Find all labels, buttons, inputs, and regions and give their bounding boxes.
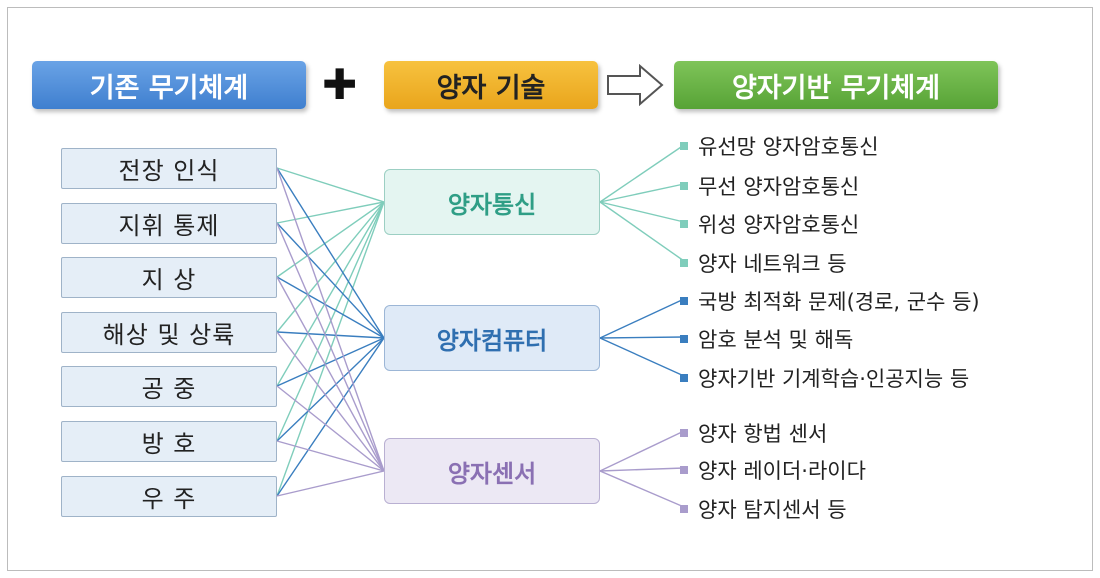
connector-line (276, 385, 385, 472)
connector-line (276, 276, 385, 472)
connector-line (276, 440, 385, 472)
application-item: 무선 양자암호통신 (680, 171, 859, 201)
connector-line (599, 144, 685, 203)
bullet-icon (680, 505, 688, 513)
application-item: 위성 양자암호통신 (680, 209, 859, 239)
connector-line (599, 467, 685, 472)
right-arrow-icon (607, 64, 664, 106)
connector-line (276, 222, 385, 472)
application-item: 양자기반 기계학습·인공지능 등 (680, 363, 969, 393)
connector-line (276, 167, 385, 203)
application-item: 암호 분석 및 해독 (680, 324, 853, 354)
connector-line (276, 222, 385, 339)
domain-air: 공 중 (61, 366, 277, 407)
quantum-technology-label: 양자 기술 (384, 61, 598, 109)
domain-battlefield-awareness: 전장 인식 (61, 148, 277, 189)
domain-command-control: 지휘 통제 (61, 203, 277, 244)
connector-line (276, 167, 385, 472)
connector-line (276, 331, 385, 472)
tech-quantum-computer: 양자컴퓨터 (384, 305, 600, 371)
bullet-icon (680, 182, 688, 190)
tech-quantum-sensor: 양자센서 (384, 438, 600, 504)
bullet-icon (680, 335, 688, 343)
bullet-icon (680, 466, 688, 474)
plus-icon: ✚ (322, 60, 358, 109)
domain-ground: 지 상 (61, 257, 277, 298)
connector-line (599, 470, 685, 508)
bullet-icon (680, 220, 688, 228)
connector-line (276, 337, 385, 497)
application-item: 유선망 양자암호통신 (680, 131, 879, 161)
existing-weapon-systems-label: 기존 무기체계 (32, 61, 306, 109)
connector-line (599, 201, 685, 223)
connector-line (599, 201, 685, 262)
bullet-icon (680, 259, 688, 267)
bullet-icon (680, 374, 688, 382)
domain-maritime-amphibious: 해상 및 상륙 (61, 312, 277, 353)
connector-line (276, 337, 385, 387)
connector-line (599, 430, 685, 472)
domain-defense: 방 호 (61, 421, 277, 462)
tech-quantum-communication: 양자통신 (384, 169, 600, 235)
connector-line (276, 470, 385, 497)
application-item: 양자 네트워크 등 (680, 248, 847, 278)
connector-line (276, 331, 385, 339)
bullet-icon (680, 297, 688, 305)
connector-line (276, 276, 385, 339)
application-item: 양자 레이더·라이다 (680, 455, 866, 485)
application-item: 국방 최적화 문제(경로, 군수 등) (680, 286, 980, 316)
bullet-icon (680, 429, 688, 437)
connector-line (599, 336, 685, 339)
domain-space: 우 주 (61, 476, 277, 517)
quantum-weapon-systems-label: 양자기반 무기체계 (674, 61, 998, 109)
bullet-icon (680, 142, 688, 150)
application-item: 양자 항법 센서 (680, 418, 827, 448)
connector-line (276, 201, 385, 387)
connector-line (599, 298, 685, 339)
connector-line (276, 201, 385, 497)
connector-line (599, 183, 685, 203)
connector-line (276, 167, 385, 339)
application-item: 양자 탐지센서 등 (680, 494, 847, 524)
connector-line (599, 337, 685, 377)
connector-line (276, 337, 385, 442)
